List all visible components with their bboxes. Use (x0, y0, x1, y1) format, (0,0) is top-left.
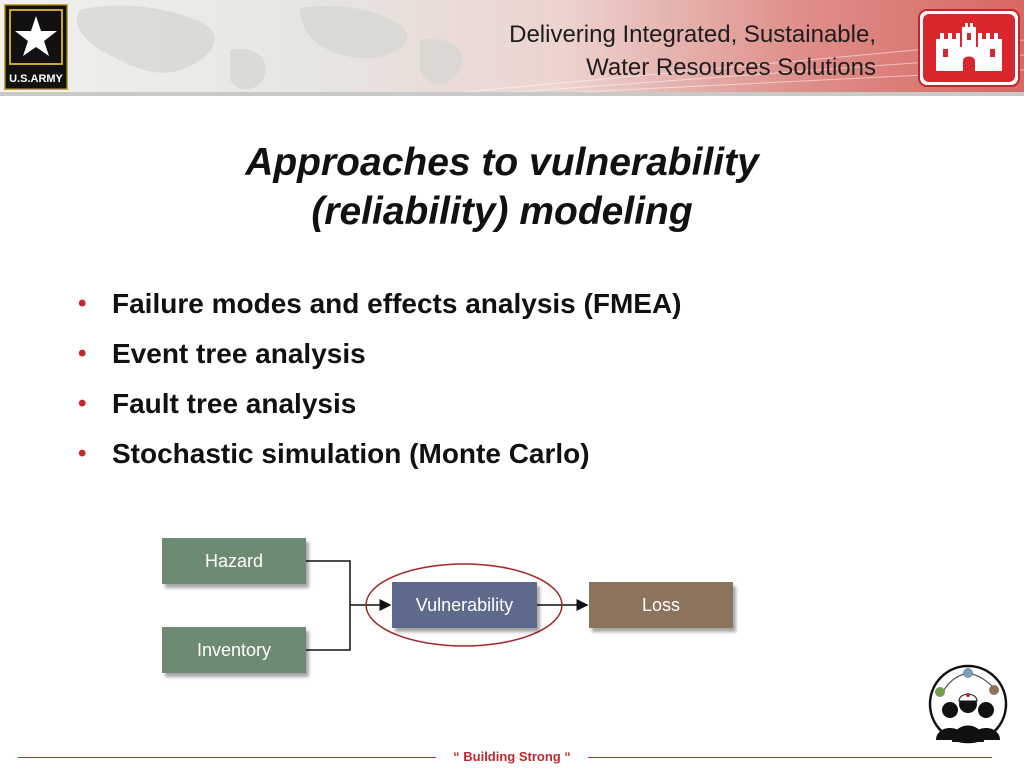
bullet-item: • Event tree analysis (72, 332, 682, 382)
bullet-item: • Failure modes and effects analysis (FM… (72, 282, 682, 332)
bullet-text: Fault tree analysis (112, 388, 357, 419)
team-people-logo (928, 664, 1008, 744)
bullet-text: Failure modes and effects analysis (FMEA… (112, 288, 682, 319)
slide-title-line2: (reliability) modeling (311, 190, 693, 233)
diagram-connectors (306, 560, 589, 651)
bullet-text: Event tree analysis (112, 338, 366, 369)
footer-rule-left (18, 757, 436, 758)
corps-of-engineers-castle-logo (918, 9, 1020, 87)
vulnerability-highlight-ellipse (365, 563, 563, 647)
bullet-marker: • (78, 290, 87, 317)
bullet-item: • Fault tree analysis (72, 382, 682, 432)
world-map-background (76, 5, 1024, 96)
connector-hazard (306, 560, 351, 605)
header-banner: U.S.ARMY Delivering Integrated, Sustaina… (0, 0, 1024, 96)
bullet-text: Stochastic simulation (Monte Carlo) (112, 438, 590, 469)
bullet-marker: • (78, 390, 87, 417)
army-logo-text: U.S.ARMY (9, 73, 63, 85)
banner-bottom-edge (0, 92, 1024, 96)
banner-title-line2: Water Resources Solutions (586, 54, 876, 81)
connector-inventory (306, 605, 351, 651)
footer-tagline: “ Building Strong “ (453, 749, 571, 764)
bullet-marker: • (78, 440, 87, 467)
banner-title-line1: Delivering Integrated, Sustainable, (509, 21, 876, 48)
slide-title-line1: Approaches to vulnerability (245, 141, 759, 184)
inventory-box: Inventory (162, 627, 306, 673)
us-army-logo: U.S.ARMY (4, 4, 68, 90)
slide-title: Approaches to vulnerability (reliability… (0, 138, 1004, 236)
vulnerability-flow-diagram: Hazard Inventory Vulnerability Loss (150, 528, 770, 688)
bullet-item: • Stochastic simulation (Monte Carlo) (72, 432, 682, 482)
footer-rule-right (588, 757, 992, 758)
bullet-marker: • (78, 340, 87, 367)
vulnerability-box: Vulnerability (392, 582, 537, 628)
bullet-list: • Failure modes and effects analysis (FM… (72, 282, 682, 482)
hazard-box: Hazard (162, 538, 306, 584)
banner-title: Delivering Integrated, Sustainable, Wate… (316, 18, 876, 84)
loss-box: Loss (589, 582, 733, 628)
